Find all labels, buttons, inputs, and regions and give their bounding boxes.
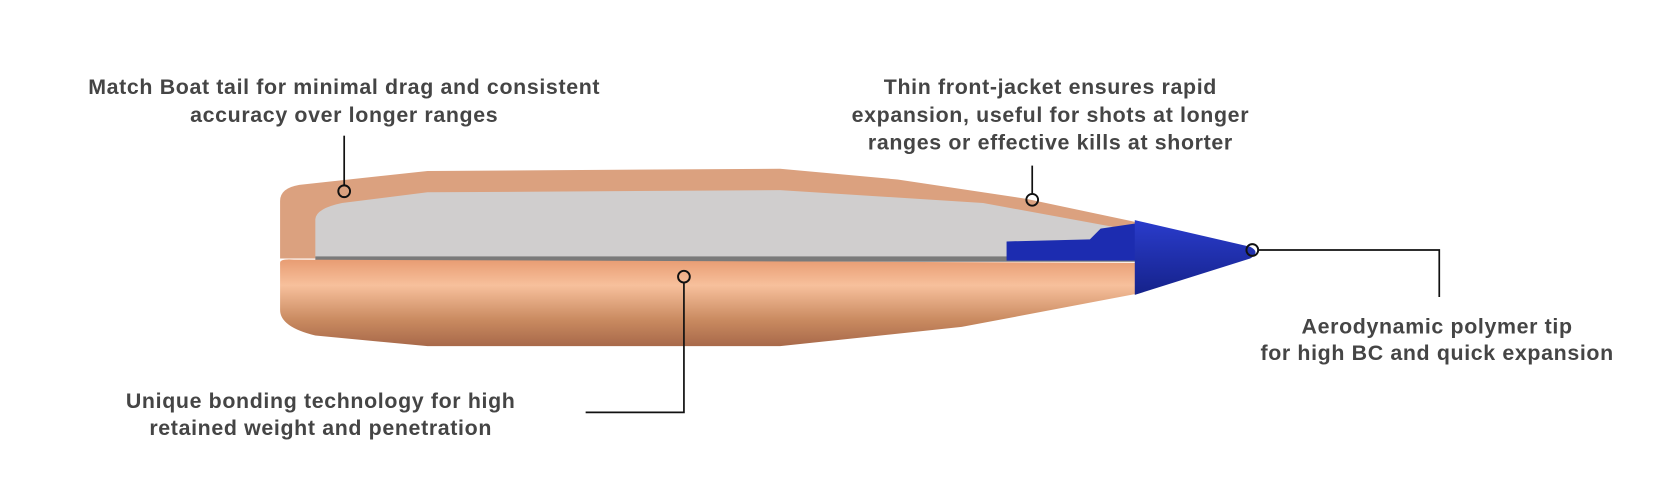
jacket-body <box>280 259 1137 347</box>
polymer-tip <box>1134 220 1256 295</box>
callout-bonding-leader <box>585 269 691 414</box>
lead-core <box>315 190 1137 259</box>
callout-boat-tail-leader <box>337 135 352 199</box>
core-shadow <box>315 256 1137 262</box>
svg-text:ranges or effective kills at s: ranges or effective kills at shorter <box>868 131 1233 155</box>
svg-text:Unique bonding technology for: Unique bonding technology for high <box>126 389 516 413</box>
callout-polymer-tip: Aerodynamic polymer tip for high BC and … <box>1260 314 1613 365</box>
callout-front-jacket-leader <box>1025 165 1040 207</box>
tip-shank <box>1006 223 1137 261</box>
callout-polymer-tip-leader <box>1245 243 1441 298</box>
svg-text:accuracy over longer ranges: accuracy over longer ranges <box>190 103 498 127</box>
callout-boat-tail: Match Boat tail for minimal drag and con… <box>88 75 600 127</box>
svg-text:Thin front-jacket ensures rapi: Thin front-jacket ensures rapid <box>884 75 1217 99</box>
callout-bonding: Unique bonding technology for high retai… <box>126 389 516 440</box>
svg-text:for high BC and quick expansio: for high BC and quick expansion <box>1260 341 1613 365</box>
svg-text:retained weight and penetratio: retained weight and penetration <box>149 416 492 440</box>
callout-front-jacket: Thin front-jacket ensures rapid expansio… <box>852 75 1250 155</box>
svg-text:Aerodynamic polymer tip: Aerodynamic polymer tip <box>1302 314 1573 338</box>
svg-text:expansion, useful for shots at: expansion, useful for shots at longer <box>852 103 1250 127</box>
svg-text:Match Boat tail for minimal dr: Match Boat tail for minimal drag and con… <box>88 75 600 99</box>
